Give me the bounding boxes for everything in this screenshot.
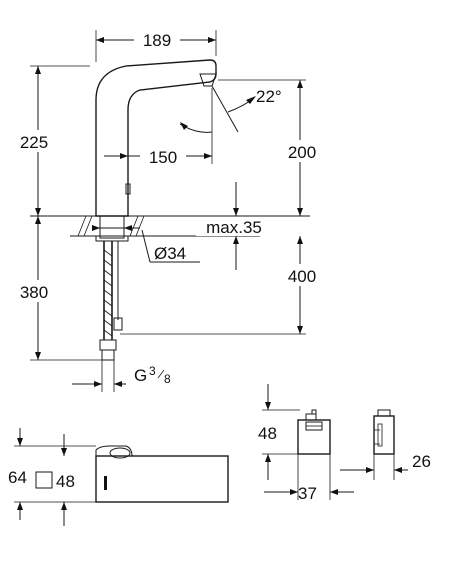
dim-200: 200 xyxy=(218,79,324,216)
dim-150: 150 xyxy=(104,88,213,167)
label-150: 150 xyxy=(149,148,177,167)
dim-box-26: 26 xyxy=(340,452,431,480)
dim-box-48: 48 xyxy=(258,384,300,480)
dim-189: 189 xyxy=(95,28,217,62)
label-64: 64 xyxy=(8,468,27,487)
label-200: 200 xyxy=(288,143,316,162)
square-symbol xyxy=(35,471,53,489)
label-max35: max.35 xyxy=(206,218,262,237)
label-box-37: 37 xyxy=(298,484,317,503)
control-box-front: 48 37 xyxy=(258,384,354,503)
label-square-48: 48 xyxy=(56,472,75,491)
box-front-body xyxy=(297,419,331,455)
dim-hole: Ø34 xyxy=(92,225,200,263)
faucet-side-view: 189 225 22° 200 xyxy=(14,28,324,392)
label-400: 400 xyxy=(288,267,316,286)
box-side-body xyxy=(373,415,395,455)
label-box-26: 26 xyxy=(412,452,431,471)
dim-angle: 22° xyxy=(179,85,282,133)
dim-380: 380 xyxy=(14,216,104,361)
label-diameter-34: Ø34 xyxy=(154,244,186,263)
dim-400: 400 xyxy=(120,236,324,335)
label-225: 225 xyxy=(20,133,48,152)
faucet-base-view: 64 48 xyxy=(8,428,229,526)
mounting-shank xyxy=(99,215,125,239)
label-380: 380 xyxy=(20,283,48,302)
base-sensor xyxy=(104,476,107,490)
label-thread-g: G xyxy=(134,366,147,385)
label-22-deg: 22° xyxy=(256,87,282,106)
dim-225: 225 xyxy=(14,65,90,216)
dim-box-37: 37 xyxy=(264,454,354,503)
faucet-body xyxy=(95,59,217,217)
control-box-side: 26 xyxy=(340,409,431,480)
supply-hose xyxy=(99,241,123,361)
deck-hatch xyxy=(77,215,145,237)
label-thread-den: 8 xyxy=(164,372,171,386)
dim-max35: max.35 xyxy=(196,182,272,270)
dim-square-48: 48 xyxy=(35,434,75,526)
dim-64: 64 xyxy=(8,428,96,520)
label-thread-num: 3 xyxy=(149,364,156,378)
base-body xyxy=(95,455,229,503)
label-189: 189 xyxy=(143,31,171,50)
sensor-window xyxy=(125,183,131,195)
label-box-48: 48 xyxy=(258,424,277,443)
base-lever xyxy=(95,445,133,457)
dim-thread: G 3 8 xyxy=(72,360,171,392)
